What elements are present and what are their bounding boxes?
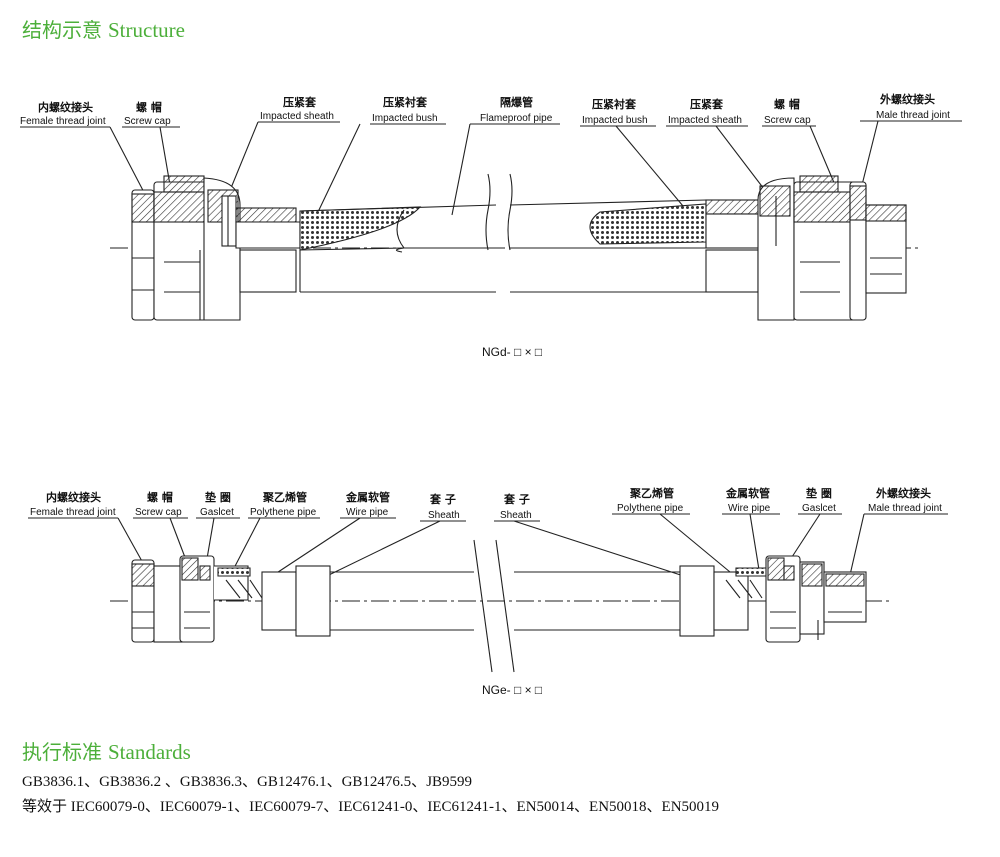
label-en: Screw cap	[764, 115, 811, 126]
structure-diagram: 内螺纹接头 Female thread joint 螺 帽 Screw cap …	[20, 92, 962, 697]
diagram1-label-impacted-bush-right: 压紧衬套 Impacted bush	[580, 97, 656, 127]
label-en: Screw cap	[124, 116, 171, 127]
label-zh: 螺 帽	[147, 490, 173, 504]
standards-equivalent-list: IEC60079-0、IEC60079-1、IEC60079-7、IEC6124…	[67, 799, 720, 815]
diagram2-model: NGe- □ × □	[482, 683, 542, 697]
label-en: Impacted bush	[582, 115, 648, 126]
diagram1-label-impacted-bush-left: 压紧衬套 Impacted bush	[370, 95, 446, 125]
label-zh: 外螺纹接头	[875, 486, 931, 500]
label-zh: 垫 圈	[205, 490, 231, 504]
diagram1-label-male-joint: 外螺纹接头 Male thread joint	[860, 92, 962, 122]
label-zh: 压紧套	[283, 95, 317, 109]
label-zh: 金属软管	[725, 486, 770, 500]
standards-title-zh: 执行标准	[22, 740, 102, 764]
diagram2-label-wire-left: 金属软管 Wire pipe	[340, 490, 396, 519]
standards-title-en: Standards	[108, 740, 191, 764]
diagram1-label-flameproof-pipe: 隔爆管 Flameproof pipe	[470, 95, 560, 125]
label-en: Wire pipe	[728, 503, 771, 514]
diagram2-label-sheath-right: 套 子 Sheath	[494, 492, 540, 522]
label-en: Sheath	[500, 510, 532, 521]
diagram2-label-polythene-left: 聚乙烯管 Polythene pipe	[248, 490, 320, 519]
label-zh: 螺 帽	[774, 97, 800, 111]
diagram2-label-gasket-right: 垫 圈 Gaslcet	[798, 486, 842, 515]
diagram2-label-female-joint: 内螺纹接头 Female thread joint	[28, 490, 118, 519]
label-en: Gaslcet	[802, 503, 836, 514]
diagram1-label-impacted-sheath-left: 压紧套 Impacted sheath	[258, 95, 340, 123]
label-en: Female thread joint	[20, 116, 106, 127]
label-en: Polythene pipe	[617, 503, 684, 514]
structure-title-zh: 结构示意	[22, 18, 102, 42]
label-zh: 隔爆管	[500, 95, 533, 109]
label-en: Female thread joint	[30, 507, 116, 518]
label-en: Male thread joint	[868, 503, 942, 514]
diagram2-label-screw-cap-left: 螺 帽 Screw cap	[133, 490, 188, 519]
diagram2-label-sheath-left: 套 子 Sheath	[420, 492, 466, 522]
label-en: Wire pipe	[346, 507, 389, 518]
label-zh: 聚乙烯管	[629, 486, 674, 500]
structure-title-en: Structure	[108, 18, 185, 42]
label-en: Flameproof pipe	[480, 113, 553, 124]
label-zh: 内螺纹接头	[46, 490, 101, 504]
diagram1-label-screw-cap-right: 螺 帽 Screw cap	[762, 97, 816, 127]
label-zh: 螺 帽	[136, 100, 162, 114]
standards-line-1: GB3836.1、GB3836.2 、GB3836.3、GB12476.1、GB…	[22, 774, 473, 790]
label-zh: 压紧套	[690, 97, 724, 111]
diagram1-model: NGd- □ × □	[482, 345, 542, 359]
standards-equivalent-prefix: 等效于	[22, 797, 68, 815]
standards-line-2: 等效于 IEC60079-0、IEC60079-1、IEC60079-7、IEC…	[22, 795, 719, 816]
diagram2-label-gasket-left: 垫 圈 Gaslcet	[196, 490, 240, 519]
diagram1-label-female-joint: 内螺纹接头 Female thread joint	[20, 100, 110, 128]
diagram2-label-male-joint: 外螺纹接头 Male thread joint	[864, 486, 948, 515]
label-en: Polythene pipe	[250, 507, 317, 518]
label-zh: 聚乙烯管	[262, 490, 307, 504]
label-en: Sheath	[428, 510, 460, 521]
label-zh: 压紧衬套	[383, 95, 428, 109]
label-zh: 套 子	[430, 492, 456, 506]
label-en: Gaslcet	[200, 507, 234, 518]
label-zh: 内螺纹接头	[38, 100, 93, 114]
label-zh: 压紧衬套	[592, 97, 637, 111]
label-en: Male thread joint	[876, 110, 950, 121]
diagram1: 内螺纹接头 Female thread joint 螺 帽 Screw cap …	[20, 92, 962, 359]
diagram1-label-impacted-sheath-right: 压紧套 Impacted sheath	[666, 97, 748, 127]
label-en: Impacted bush	[372, 113, 438, 124]
label-zh: 外螺纹接头	[879, 92, 935, 106]
label-zh: 垫 圈	[806, 486, 832, 500]
label-en: Impacted sheath	[668, 115, 742, 126]
diagram1-label-screw-cap-left: 螺 帽 Screw cap	[122, 100, 180, 128]
diagram2-label-polythene-right: 聚乙烯管 Polythene pipe	[612, 486, 690, 515]
diagram2: 内螺纹接头 Female thread joint 螺 帽 Screw cap …	[28, 486, 948, 697]
label-zh: 套 子	[504, 492, 530, 506]
label-en: Impacted sheath	[260, 111, 334, 122]
label-en: Screw cap	[135, 507, 182, 518]
label-zh: 金属软管	[345, 490, 390, 504]
diagram2-label-wire-right: 金属软管 Wire pipe	[722, 486, 780, 515]
